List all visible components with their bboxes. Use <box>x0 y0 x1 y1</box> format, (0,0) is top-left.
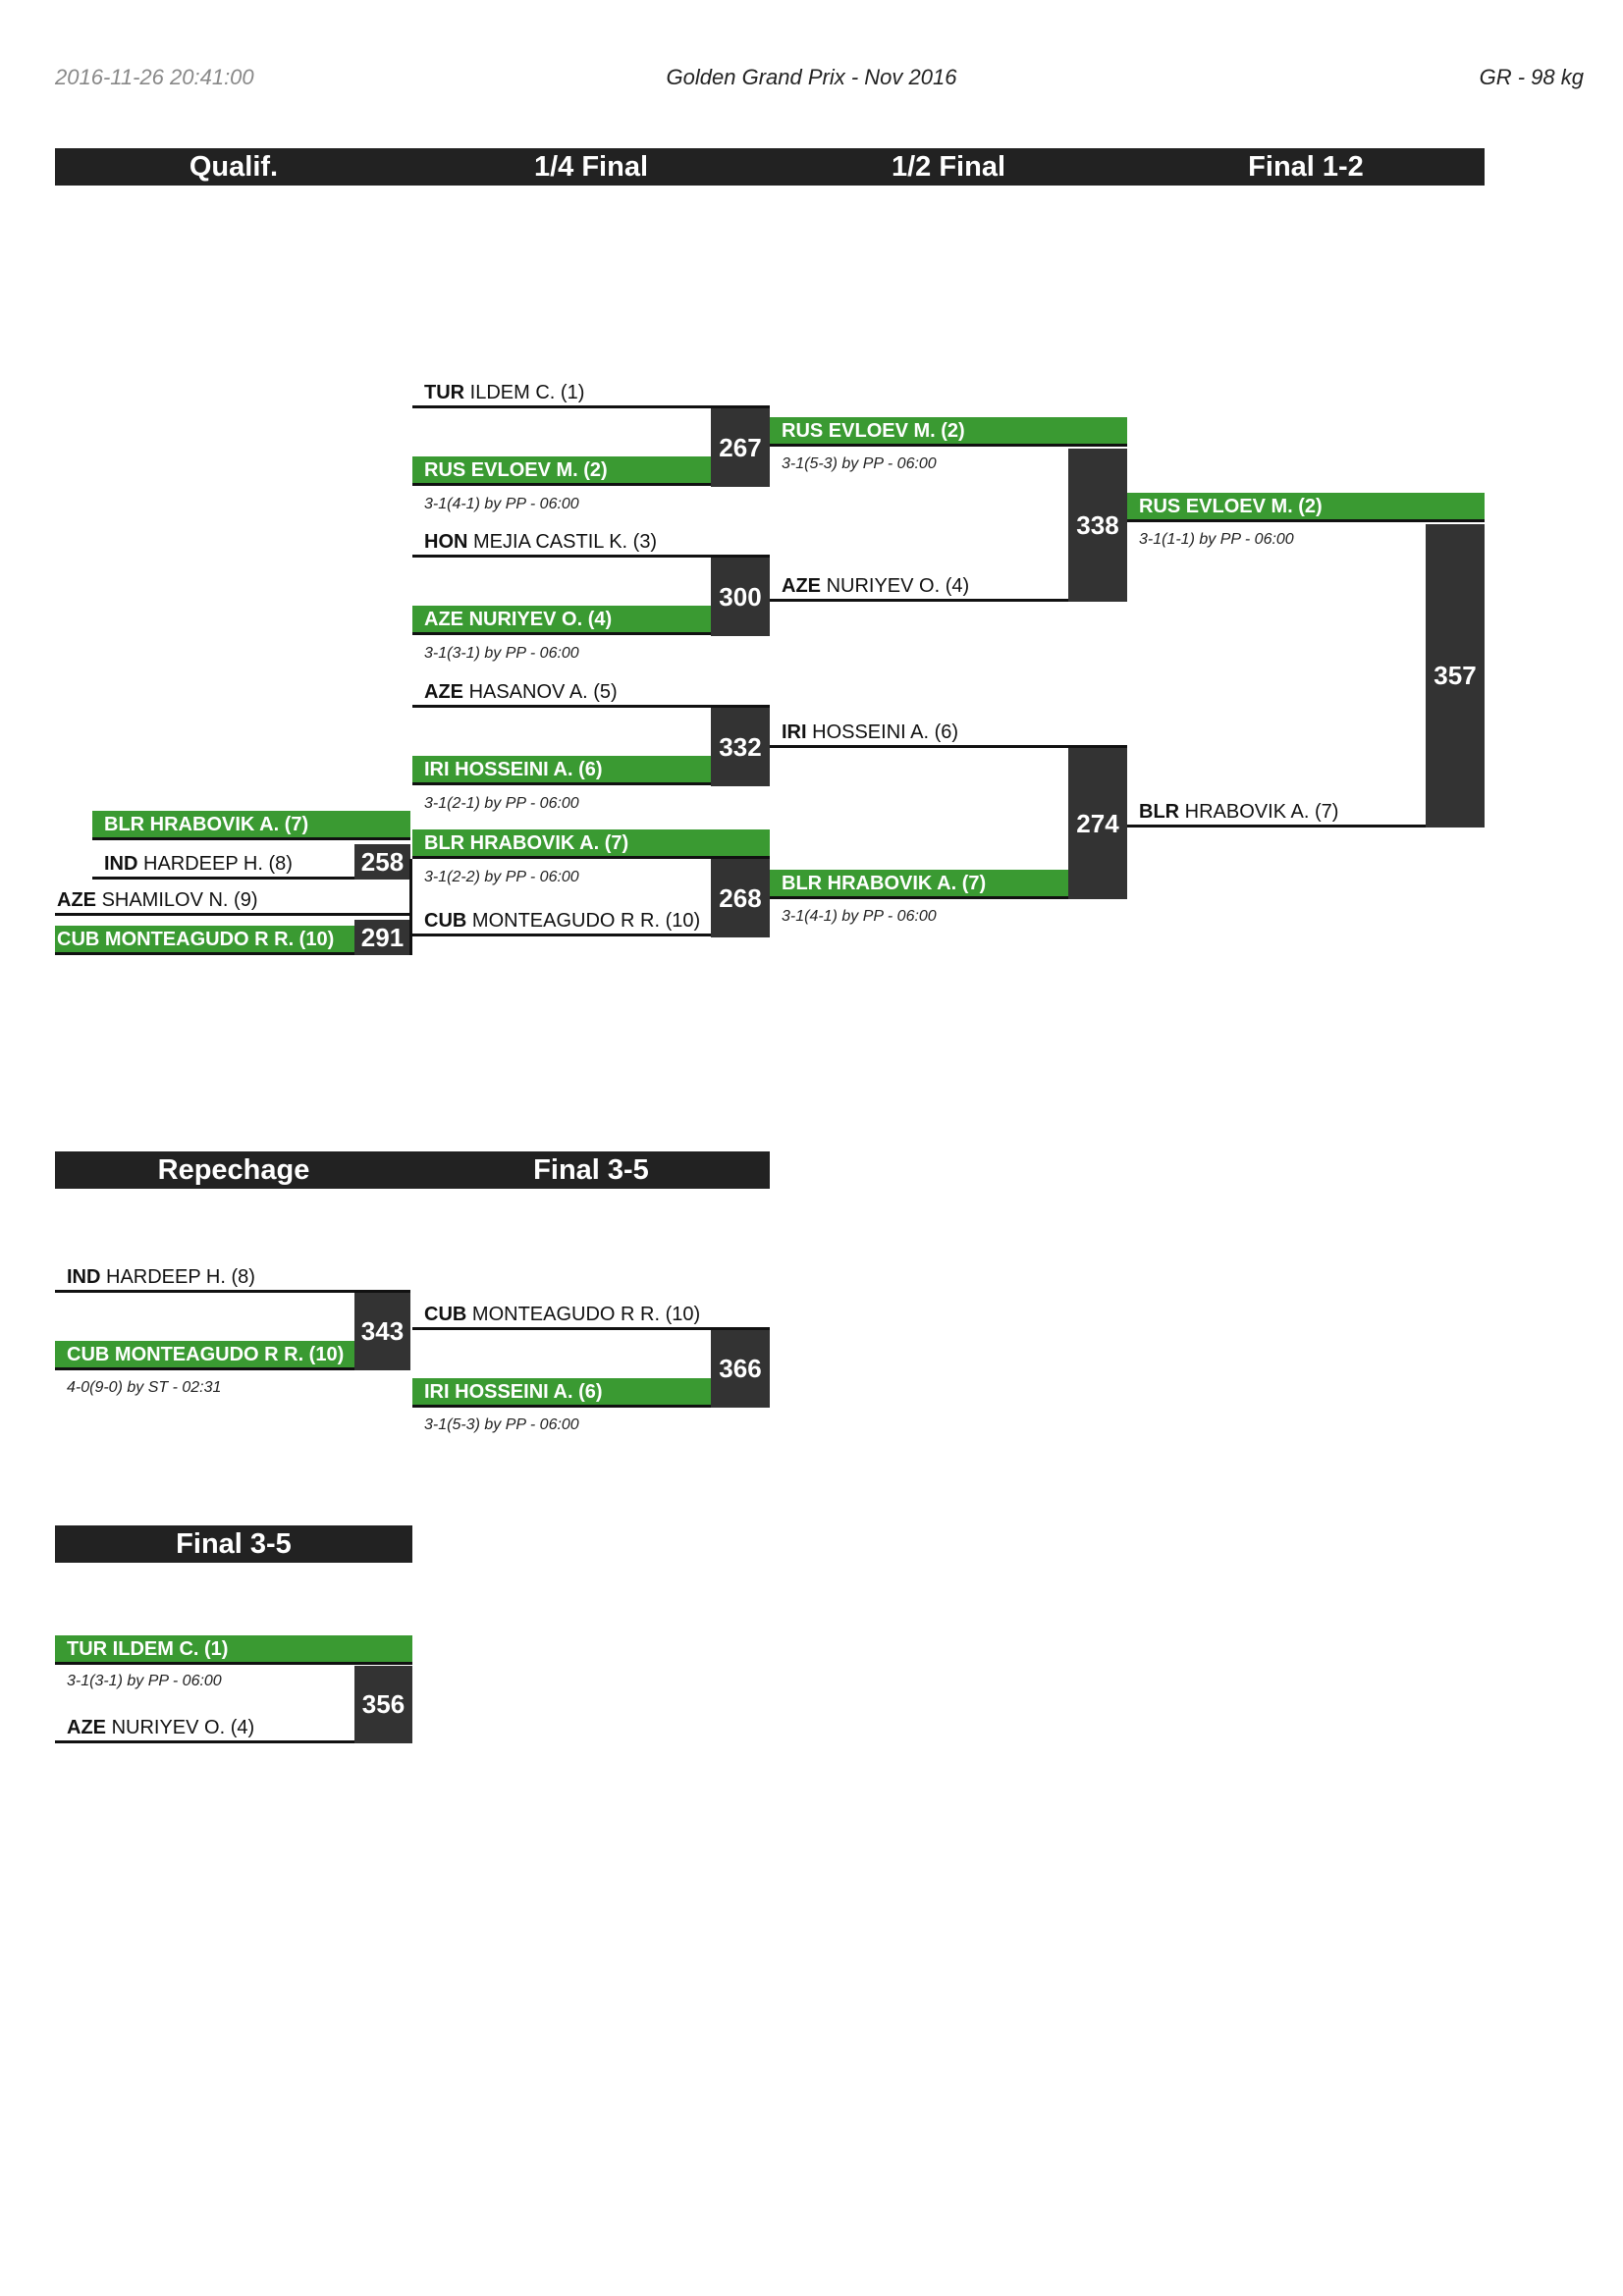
competitor-slot: AZE NURIYEV O. (4) <box>770 572 1068 602</box>
competitor-slot: RUS EVLOEV M. (2) <box>770 417 1127 447</box>
competitor-slot: AZE NURIYEV O. (4) <box>55 1714 354 1743</box>
timestamp: 2016-11-26 20:41:00 <box>55 65 254 89</box>
competitor-slot: AZE HASANOV A. (5) <box>412 678 770 708</box>
match-number[interactable]: 258 <box>354 844 410 880</box>
match-result: 3-1(2-1) by PP - 06:00 <box>424 795 579 812</box>
competitor-slot: IND HARDEEP H. (8) <box>92 850 410 880</box>
round-label-repechage: Repechage <box>157 1154 310 1186</box>
match-number[interactable]: 332 <box>711 708 770 786</box>
match-result: 3-1(4-1) by PP - 06:00 <box>782 908 937 925</box>
competitor-slot: AZE NURIYEV O. (4) <box>412 606 711 635</box>
event-title: Golden Grand Prix - Nov 2016 <box>666 65 957 89</box>
competitor-slot: TUR ILDEM C. (1) <box>412 379 770 408</box>
competitor-slot: BLR HRABOVIK A. (7) <box>412 829 770 859</box>
match-number[interactable]: 300 <box>711 558 770 636</box>
match-result: 3-1(2-2) by PP - 06:00 <box>424 869 579 885</box>
match-result: 3-1(4-1) by PP - 06:00 <box>424 496 579 512</box>
match-number[interactable]: 268 <box>711 859 770 937</box>
match-number[interactable]: 366 <box>711 1330 770 1408</box>
competitor-slot: RUS EVLOEV M. (2) <box>412 456 711 486</box>
repechage-bar: Repechage Final 3-5 <box>55 1151 770 1189</box>
match-number[interactable]: 357 <box>1426 524 1485 828</box>
competitor-slot: IRI HOSSEINI A. (6) <box>412 756 711 785</box>
competitor-slot: CUB MONTEAGUDO R R. (10) <box>412 907 711 936</box>
weight-category: GR - 98 kg <box>1479 65 1584 89</box>
competitor-slot: RUS EVLOEV M. (2) <box>1127 493 1485 522</box>
final-3-5-bar: Final 3-5 <box>55 1525 412 1563</box>
competitor-slot: IND HARDEEP H. (8) <box>55 1263 410 1293</box>
competitor-slot: BLR HRABOVIK A. (7) <box>92 811 410 840</box>
competitor-slot: TUR ILDEM C. (1) <box>55 1635 412 1665</box>
round-label-semi: 1/2 Final <box>891 151 1006 183</box>
competitor-slot: CUB MONTEAGUDO R R. (10) <box>55 926 410 955</box>
match-result: 4-0(9-0) by ST - 02:31 <box>67 1379 222 1396</box>
match-number[interactable]: 356 <box>354 1666 412 1743</box>
match-result: 3-1(5-3) by PP - 06:00 <box>782 455 937 472</box>
bracket-connector <box>409 859 412 955</box>
competitor-slot: HON MEJIA CASTIL K. (3) <box>412 528 770 558</box>
round-label-final-3-5: Final 3-5 <box>176 1528 292 1560</box>
round-label-final-3-5: Final 3-5 <box>533 1154 649 1186</box>
competitor-slot: CUB MONTEAGUDO R R. (10) <box>412 1301 770 1330</box>
match-number[interactable]: 274 <box>1068 748 1127 899</box>
match-number[interactable]: 343 <box>354 1293 410 1370</box>
match-result: 3-1(3-1) by PP - 06:00 <box>67 1673 222 1689</box>
match-number[interactable]: 338 <box>1068 449 1127 602</box>
match-number[interactable]: 267 <box>711 408 770 487</box>
competitor-slot: BLR HRABOVIK A. (7) <box>770 870 1068 899</box>
round-label-final: Final 1-2 <box>1248 151 1364 183</box>
round-label-quarter: 1/4 Final <box>533 151 649 183</box>
competitor-slot: CUB MONTEAGUDO R R. (10) <box>55 1341 354 1370</box>
competitor-slot: IRI HOSSEINI A. (6) <box>412 1378 711 1408</box>
competitor-slot: IRI HOSSEINI A. (6) <box>770 719 1127 748</box>
match-number[interactable]: 291 <box>354 920 410 955</box>
match-result: 3-1(3-1) by PP - 06:00 <box>424 645 579 662</box>
competitor-slot: AZE SHAMILOV N. (9) <box>55 886 410 916</box>
competitor-slot: BLR HRABOVIK A. (7) <box>1127 798 1426 828</box>
main-round-bar: Qualif. 1/4 Final 1/2 Final Final 1-2 <box>55 148 1485 186</box>
match-result: 3-1(1-1) by PP - 06:00 <box>1139 531 1294 548</box>
match-result: 3-1(5-3) by PP - 06:00 <box>424 1416 579 1433</box>
round-label-qualif: Qualif. <box>189 151 279 183</box>
